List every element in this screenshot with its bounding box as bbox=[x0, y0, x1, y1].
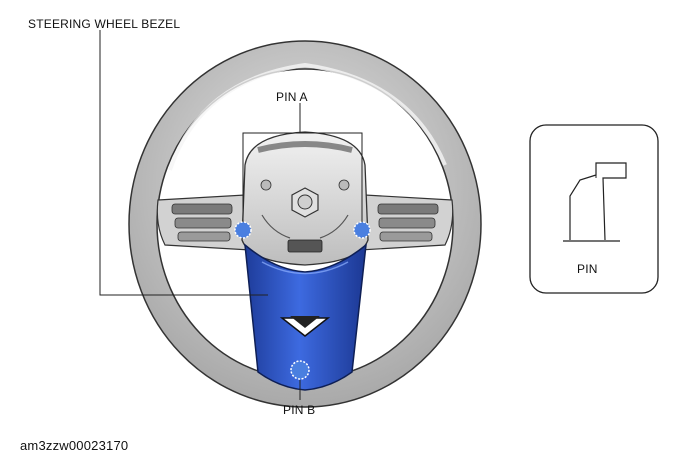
pin-detail-box bbox=[529, 124, 659, 294]
arrow-down-icon bbox=[279, 316, 331, 337]
label-pin-a: PIN A bbox=[276, 90, 308, 104]
label-steering-wheel-bezel: STEERING WHEEL BEZEL bbox=[28, 17, 181, 31]
pin-b-marker bbox=[290, 360, 310, 380]
steering-wheel-hub bbox=[241, 131, 369, 266]
steering-wheel-spokes bbox=[156, 194, 454, 251]
leader-lines bbox=[99, 30, 363, 400]
pin-a-left-marker bbox=[234, 221, 252, 239]
pin-a-right-marker bbox=[353, 221, 371, 239]
figure-code: am3zzw00023170 bbox=[20, 438, 129, 453]
label-pin-b: PIN B bbox=[283, 403, 316, 417]
label-pin-detail: PIN bbox=[577, 262, 598, 276]
